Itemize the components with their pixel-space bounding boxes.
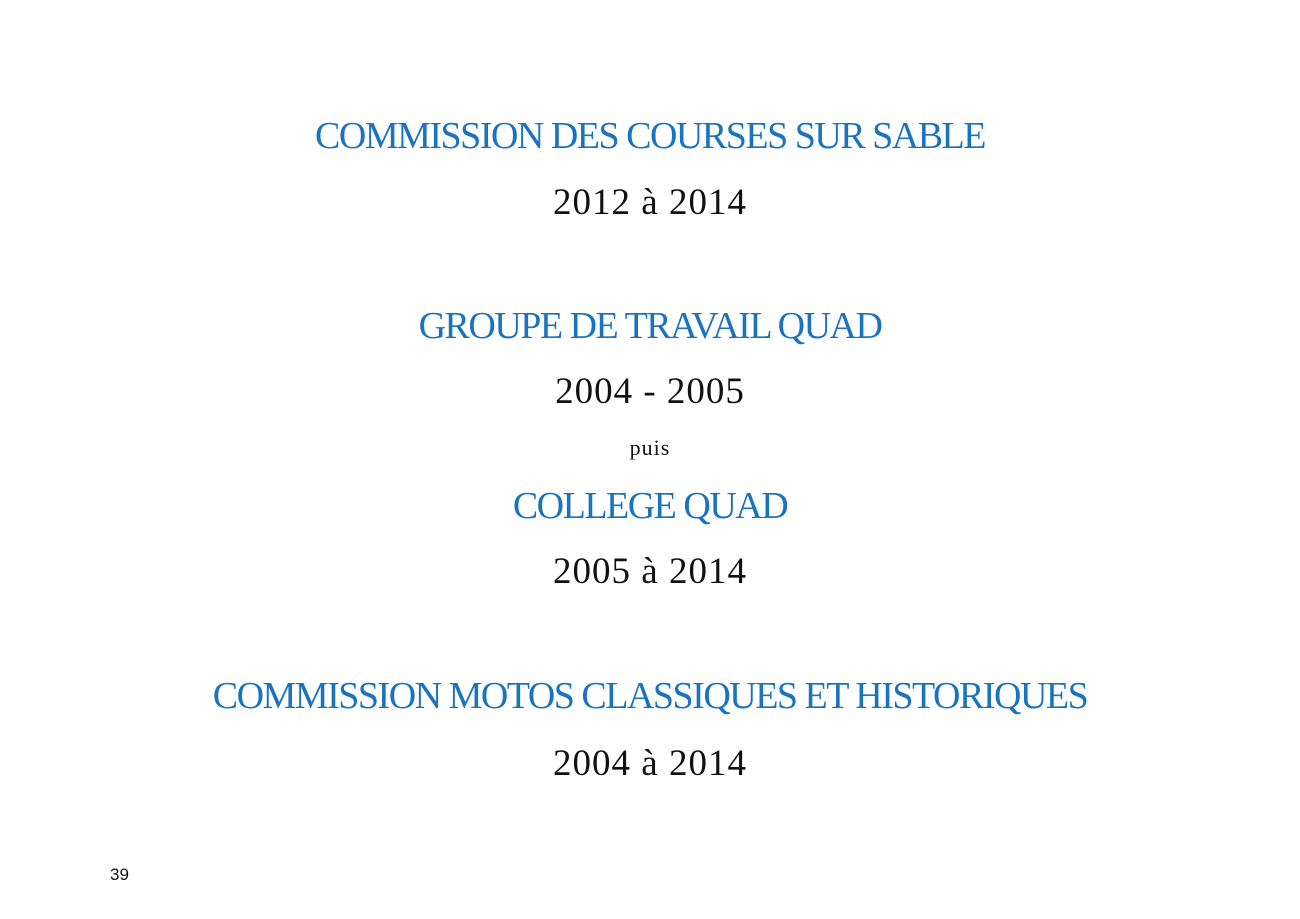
heading-college-quad: COLLEGE QUAD (512, 485, 789, 527)
connector-puis: puis (629, 435, 671, 460)
page-number: 39 (110, 865, 129, 884)
dates-commission-courses-sur-sable: 2012 à 2014 (553, 182, 747, 223)
heading-commission-motos-classiques: COMMISSION MOTOS CLASSIQUES ET HISTORIQU… (212, 675, 1089, 717)
heading-commission-courses-sur-sable: COMMISSION DES COURSES SUR SABLE (315, 115, 986, 157)
dates-groupe-de-travail-quad: 2004 - 2005 (555, 371, 745, 412)
dates-college-quad: 2005 à 2014 (553, 551, 747, 592)
heading-groupe-de-travail-quad: GROUPE DE TRAVAIL QUAD (418, 305, 883, 347)
dates-commission-motos-classiques: 2004 à 2014 (553, 743, 747, 784)
